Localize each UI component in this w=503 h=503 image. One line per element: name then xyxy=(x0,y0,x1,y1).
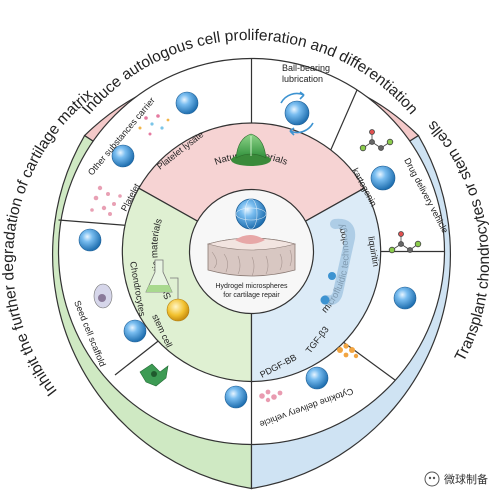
cytokine-sphere-2 xyxy=(224,385,248,409)
particles-icon xyxy=(138,114,170,136)
liquiritin-molecule-icon xyxy=(388,231,422,254)
platelet-sphere xyxy=(111,144,135,168)
drug-sphere xyxy=(370,165,396,191)
chondrocyte-cell-icon xyxy=(93,283,113,309)
stem-cell-icon xyxy=(139,363,169,387)
tgf-molecule-icon xyxy=(337,343,359,359)
watermark-text: 微球制备 xyxy=(444,472,488,486)
leaf-icon xyxy=(231,133,271,166)
center-title-line1: Hydrogel microspheres xyxy=(216,283,288,290)
cartilage-illustration xyxy=(206,235,297,277)
label-ball-bearing-2: lubrication xyxy=(282,74,323,84)
flask-icon xyxy=(145,259,179,300)
label-ball-bearing-1: Ball-bearing xyxy=(282,63,330,73)
center-title-line2: for cartilage repair xyxy=(223,292,280,299)
ball-bearing-sphere xyxy=(284,100,310,126)
pdgf-molecule-icon xyxy=(259,389,283,403)
kartogenin-molecule-icon xyxy=(359,129,394,152)
synthetic-sphere-icon xyxy=(166,298,190,322)
platelet-lysate-sphere xyxy=(175,91,199,115)
platelet-dots-icon xyxy=(90,185,122,216)
cytokine-sphere-1 xyxy=(305,366,329,390)
liquiritin-sphere xyxy=(393,286,417,310)
rotation-arrows-icon xyxy=(280,91,314,136)
chondrocyte-sphere xyxy=(78,228,102,252)
stem-cell-sphere xyxy=(123,319,147,343)
center-sphere xyxy=(235,198,267,230)
watermark: 微球制备 xyxy=(424,471,488,487)
microfluidic-tube-icon xyxy=(320,218,356,306)
